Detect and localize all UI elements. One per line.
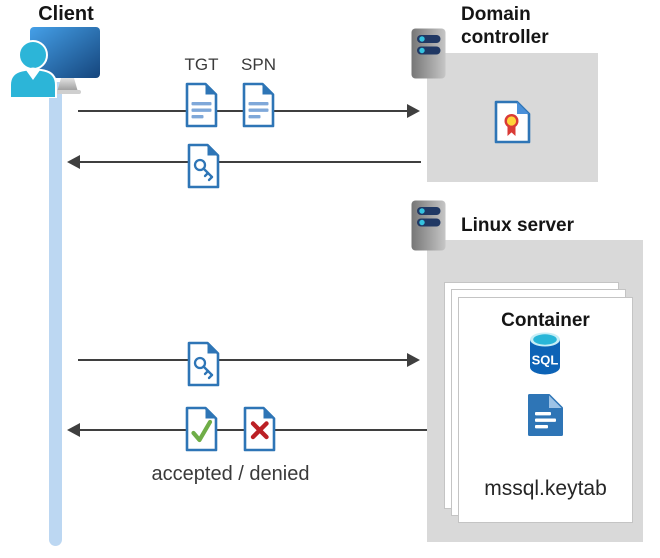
client-label: Client: [38, 3, 94, 25]
server-icon: [411, 200, 446, 251]
accepted-denied-label: accepted / denied: [151, 463, 310, 485]
client-lifeline: [49, 82, 62, 546]
arrow-client-to-linux: [78, 359, 408, 361]
arrowhead-left-icon: [67, 423, 80, 437]
arrowhead-left-icon: [67, 155, 80, 169]
arrowhead-right-icon: [407, 353, 420, 367]
keytab-document-icon: [528, 394, 563, 436]
linux-server-title: Linux server: [461, 215, 574, 236]
keytab-label: mssql.keytab: [484, 477, 607, 500]
arrowhead-right-icon: [407, 104, 420, 118]
container-title: Container: [501, 310, 590, 331]
sql-badge-label: SQL: [532, 353, 559, 368]
domain-controller-title: Domain controller: [461, 3, 621, 49]
tgt-label: TGT: [184, 55, 219, 74]
arrow-dc-to-client: [80, 161, 421, 163]
client-icon: [9, 27, 100, 98]
certificate-document-icon: [494, 100, 531, 144]
spn-label: SPN: [241, 55, 276, 74]
key-document-icon: [187, 143, 220, 189]
key-document-icon: [187, 341, 220, 387]
spn-document-icon: [242, 82, 275, 128]
domain-controller-title-line1: Domain: [461, 4, 531, 25]
sql-database-icon: SQL: [530, 332, 560, 375]
domain-controller-title-line2: controller: [461, 27, 549, 48]
tgt-document-icon: [185, 82, 218, 128]
cross-document-icon: [243, 406, 276, 452]
check-document-icon: [185, 406, 218, 452]
server-icon: [411, 28, 446, 79]
